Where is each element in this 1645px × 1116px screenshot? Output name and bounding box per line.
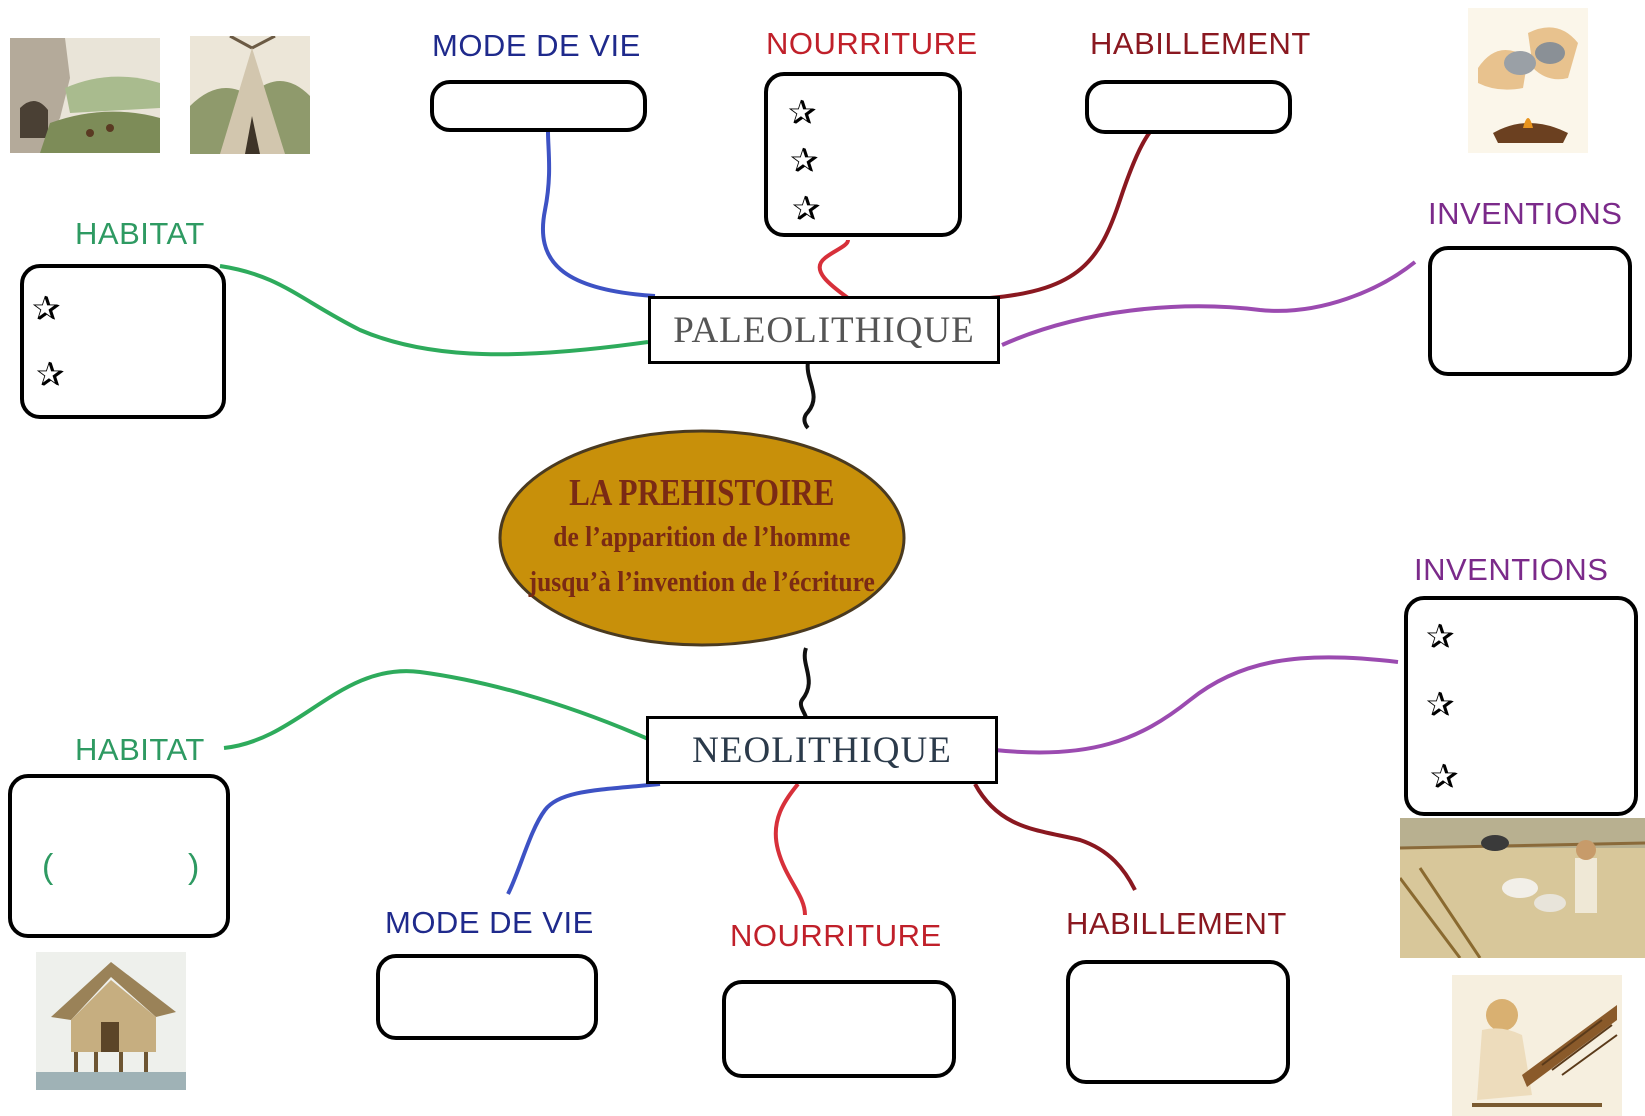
link-center-neo [798, 647, 811, 719]
subtitle-line-1: de l’apparition de l’homme [553, 521, 851, 554]
neo-habillement-box[interactable] [1066, 960, 1290, 1084]
main-title: LA PREHISTOIRE [569, 472, 835, 515]
fire-making-illustration [1468, 8, 1588, 153]
neo-inventions-label: INVENTIONS [1414, 552, 1609, 587]
link-neo-habillement [973, 783, 1137, 891]
star-icon: ✰ [1426, 685, 1455, 725]
paleo-habillement-box[interactable] [1085, 80, 1292, 134]
neolithique-node: NEOLITHIQUE [646, 716, 998, 784]
neo-nourriture-label: NOURRITURE [730, 918, 942, 953]
cave-landscape-illustration [10, 38, 160, 153]
ellipse-shape [498, 429, 906, 647]
link-paleo-inventions [1001, 260, 1417, 347]
close-parenthesis: ) [188, 848, 200, 886]
star-icon: ✰ [1430, 757, 1459, 797]
neo-mode-de-vie-box[interactable] [376, 954, 598, 1040]
neo-nourriture-box[interactable] [722, 980, 956, 1078]
central-ellipse: LA PREHISTOIRE de l’apparition de l’homm… [497, 428, 907, 648]
weaving-loom-illustration [1452, 975, 1622, 1116]
neo-inventions-box[interactable]: ✰ ✰ ✰ [1404, 596, 1638, 816]
farming-herding-illustration [1400, 818, 1645, 958]
link-paleo-habillement [989, 130, 1152, 300]
paleo-habitat-box[interactable]: ✰ ✰ [20, 264, 226, 419]
star-icon: ✰ [1426, 617, 1455, 657]
paleo-inventions-label: INVENTIONS [1428, 196, 1623, 231]
link-paleo-habitat [219, 264, 649, 357]
link-neo-mode-de-vie [506, 782, 661, 895]
link-neo-nourriture [773, 782, 807, 916]
link-paleo-nourriture [817, 239, 850, 300]
paleolithique-node: PALEOLITHIQUE [648, 296, 1000, 364]
tipi-hut-illustration [190, 36, 310, 154]
link-neo-habitat [223, 669, 656, 750]
neo-mode-de-vie-label: MODE DE VIE [385, 905, 594, 940]
star-icon: ✰ [790, 141, 819, 181]
star-icon: ✰ [792, 189, 821, 229]
neo-habitat-label: HABITAT [75, 732, 205, 767]
paleo-habillement-label: HABILLEMENT [1090, 26, 1311, 61]
link-neo-inventions [994, 655, 1399, 755]
neo-habillement-label: HABILLEMENT [1066, 906, 1287, 941]
link-paleo-mode-de-vie [540, 131, 656, 298]
stilt-house-illustration [36, 952, 186, 1090]
star-icon: ✰ [32, 289, 61, 329]
neo-habitat-box[interactable]: ( ) [8, 774, 230, 938]
subtitle-line-2: jusqu’à l’invention de l’écriture [528, 566, 876, 598]
paleo-nourriture-box[interactable]: ✰ ✰ ✰ [764, 72, 962, 237]
open-parenthesis: ( [42, 848, 54, 886]
paleo-mode-de-vie-box[interactable] [430, 80, 647, 132]
paleo-habitat-label: HABITAT [75, 216, 205, 251]
star-icon: ✰ [788, 93, 817, 133]
paleo-nourriture-label: NOURRITURE [766, 26, 978, 61]
paleo-inventions-box[interactable] [1428, 246, 1632, 376]
star-icon: ✰ [36, 355, 65, 395]
link-paleo-center [802, 361, 816, 430]
paleo-mode-de-vie-label: MODE DE VIE [432, 28, 641, 63]
